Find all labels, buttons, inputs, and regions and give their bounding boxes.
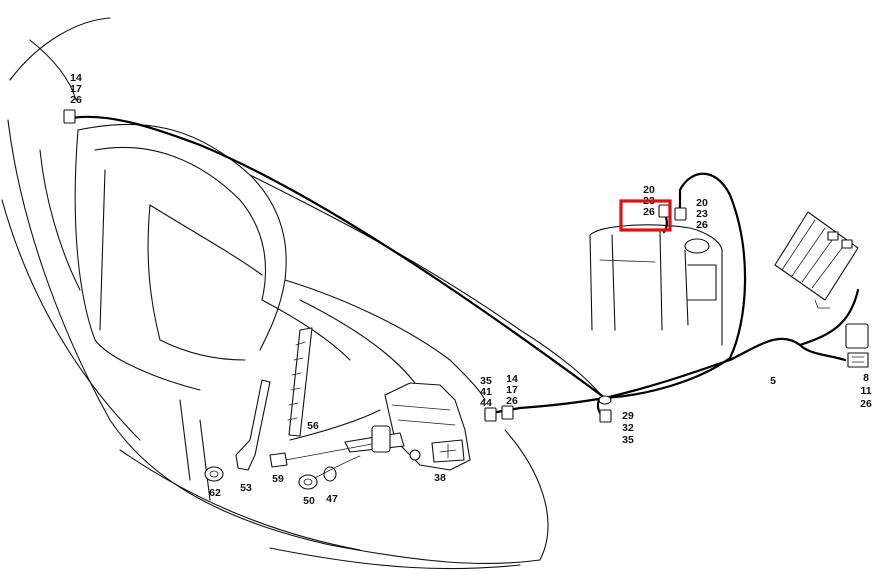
- callout-1-line-2: 17: [70, 83, 82, 95]
- callout-7-line-3: 26: [860, 398, 872, 410]
- callout-6-line-2: 32: [622, 422, 634, 434]
- highlight-box: [619, 199, 672, 232]
- wiper-motor: [344, 382, 471, 471]
- relay: [845, 323, 869, 368]
- callout-7-line-2: 11: [860, 385, 871, 397]
- callout-5-line-2: 17: [506, 384, 518, 396]
- harness-junction: [598, 395, 612, 405]
- washer-47: [323, 466, 337, 482]
- label-38: 38: [434, 472, 446, 484]
- cap-59: [269, 452, 288, 468]
- connector-20-23-26-a: [658, 204, 670, 218]
- callout-3-line-2: 23: [696, 208, 708, 220]
- callout-5-line-3: 26: [506, 395, 518, 407]
- wiper-blade: [287, 327, 313, 437]
- callout-2-line-1: 20: [643, 184, 655, 196]
- callout-6-line-1: 29: [622, 410, 634, 422]
- car-body: [1, 17, 606, 570]
- wiring-harness: [70, 115, 860, 420]
- label-47: 47: [326, 493, 338, 505]
- label-53: 53: [240, 482, 252, 494]
- label-62: 62: [209, 487, 221, 499]
- callout-7-line-1: 8: [863, 372, 869, 384]
- callout-4-line-2: 41: [480, 386, 492, 398]
- callout-4-line-3: 44: [480, 397, 492, 409]
- nut-50: [298, 474, 318, 490]
- connector-29-32-35: [599, 409, 612, 423]
- control-module: [774, 211, 859, 309]
- label-56: 56: [307, 420, 319, 432]
- callout-4-line-1: 35: [480, 375, 492, 387]
- connector-14-17-26: [63, 109, 76, 124]
- callout-3-line-1: 20: [696, 197, 708, 209]
- wiper-arm: [235, 379, 271, 471]
- callout-1-line-1: 14: [70, 72, 82, 84]
- callout-labels: 14 17 26 20 23 26 20 23 26 35 41 44 14 1…: [70, 72, 872, 507]
- label-50: 50: [303, 495, 315, 507]
- label-5: 5: [770, 375, 776, 387]
- small-parts: [204, 443, 373, 490]
- callout-6-line-3: 35: [622, 434, 634, 446]
- callout-3-line-3: 26: [696, 219, 708, 231]
- nut-62: [204, 466, 224, 482]
- callout-1-line-3: 26: [70, 94, 82, 106]
- callout-2-line-3: 26: [643, 206, 655, 218]
- washer-reservoir: [589, 224, 723, 346]
- connector-20-23-26-b: [674, 207, 687, 221]
- label-59: 59: [272, 473, 284, 485]
- connector-35-41-44: [484, 407, 497, 422]
- callout-5-line-1: 14: [506, 373, 518, 385]
- connector-14-17-26-b: [501, 405, 514, 420]
- connectors: [63, 109, 687, 423]
